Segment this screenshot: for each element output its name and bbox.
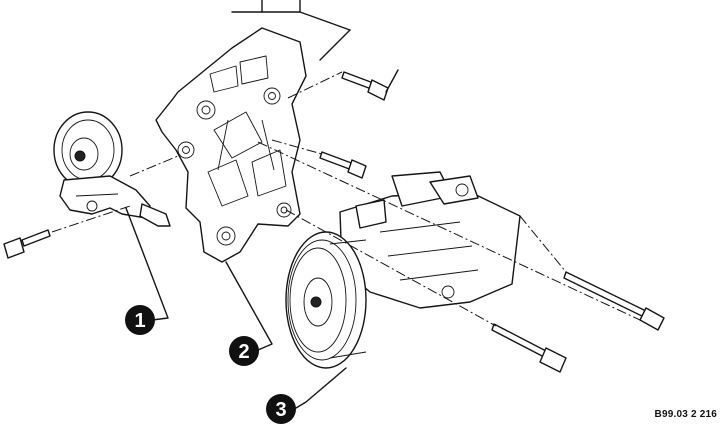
callout-3: 3 [266,394,296,424]
figure-reference-code: B99.03 2 216 [654,409,717,420]
callout-1: 1 [125,305,155,335]
bolt-left [3,229,51,259]
callout-3-label: 3 [275,399,286,421]
bolt-long-right [563,271,665,331]
alignment-lines [51,71,641,327]
engine-block-outline [231,0,351,61]
mounting-bracket [155,27,307,263]
bolt-upper [341,71,389,101]
ac-compressor [285,171,521,369]
bolt-lower-right [491,323,567,373]
leader-lines [125,69,399,409]
tensioner-pulley [53,111,171,227]
callout-1-label: 1 [134,310,145,332]
callout-2-label: 2 [238,341,249,363]
bolt-middle [319,151,367,179]
callout-2: 2 [229,336,259,366]
